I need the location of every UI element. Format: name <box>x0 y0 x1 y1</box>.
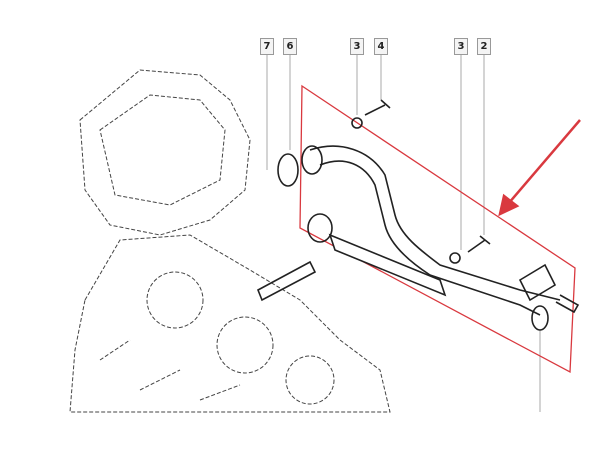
callout-label: 3 <box>350 38 364 55</box>
callout-label: 7 <box>260 38 274 55</box>
engine-block-outline <box>69 69 391 413</box>
coolant-pipe <box>256 99 580 331</box>
callout-label: 3 <box>454 38 468 55</box>
red-arrow-indicator <box>498 119 581 217</box>
callout-label: 2 <box>477 38 491 55</box>
callout-leader-lines <box>266 54 541 412</box>
callout-label: 6 <box>283 38 297 55</box>
callout-label: 4 <box>374 38 388 55</box>
highlight-region <box>299 84 576 374</box>
